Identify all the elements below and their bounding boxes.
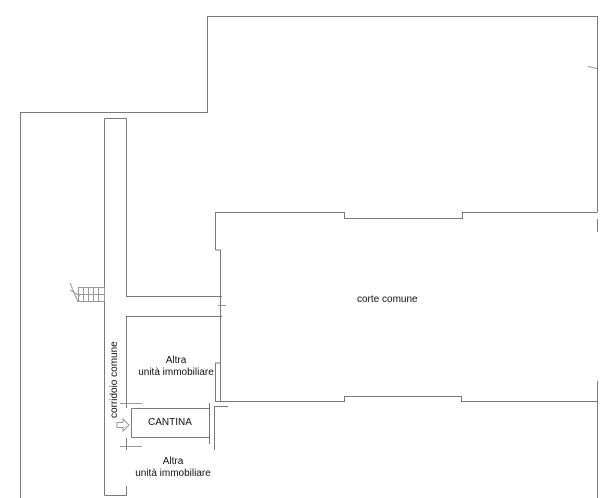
- branch-walls: [126, 290, 226, 325]
- entrance-arrow-icon: [116, 417, 130, 433]
- corridor-label: corridoio comune: [109, 341, 120, 418]
- room-label-altra-1: Altra unità immobiliare: [138, 355, 214, 379]
- room-label-altra-1-line1: Altra: [165, 355, 187, 366]
- corridor-walls: [104, 118, 127, 496]
- outer-outline: [20, 16, 598, 498]
- room-label-corte: corte comune: [357, 294, 418, 305]
- room-label-altra-2-line1: Altra: [162, 456, 184, 467]
- room-label-altra-2-line2: unità immobiliare: [135, 468, 211, 479]
- stairs-icon: [69, 282, 105, 303]
- room-label-cantina: CANTINA: [148, 417, 192, 428]
- room-label-altra-1-line2: unità immobiliare: [138, 367, 214, 378]
- courtyard-walls: [215, 212, 598, 498]
- altra-unita-1-walls: [126, 320, 221, 401]
- room-label-altra-2: Altra unità immobiliare: [130, 456, 216, 480]
- cantina-walls: [120, 398, 228, 450]
